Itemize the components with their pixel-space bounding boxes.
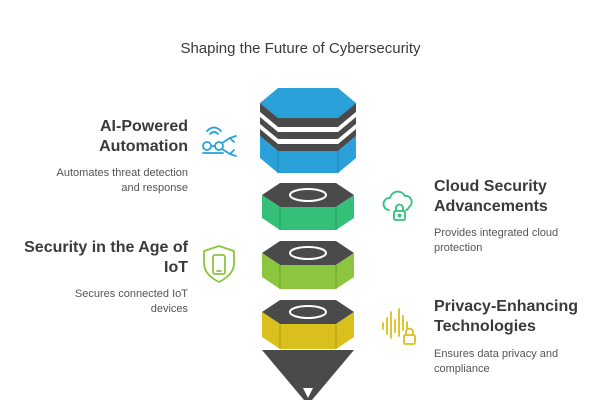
tower-segment-cloud [262,183,354,230]
tower-segment-iot [262,241,354,289]
cloud-lock-icon [382,190,413,221]
tower-segment-privacy [262,300,354,349]
cloud-security-description: Provides integrated cloud protection [434,227,559,254]
ai-automation-description: Automates threat detection and response [56,167,188,194]
privacy-tech-description: Ensures data privacy and compliance [434,348,559,375]
privacy-tech-heading: Privacy-Enhancing Technologies [434,298,579,335]
ai-automation-heading: AI-Powered Automation [99,118,188,155]
tower-segment-ai [260,88,356,173]
smartphone-shield-icon [203,245,235,283]
tower-drill-tip [262,350,354,400]
soundwave-lock-icon [382,308,416,345]
diagram-title: Shaping the Future of Cybersecurity [180,40,421,57]
iot-security-description: Secures connected IoT devices [74,288,188,315]
robot-arm-icon [202,126,237,157]
cloud-security-heading: Cloud Security Advancements [434,178,548,215]
iot-security-heading: Security in the Age of IoT [24,239,188,276]
